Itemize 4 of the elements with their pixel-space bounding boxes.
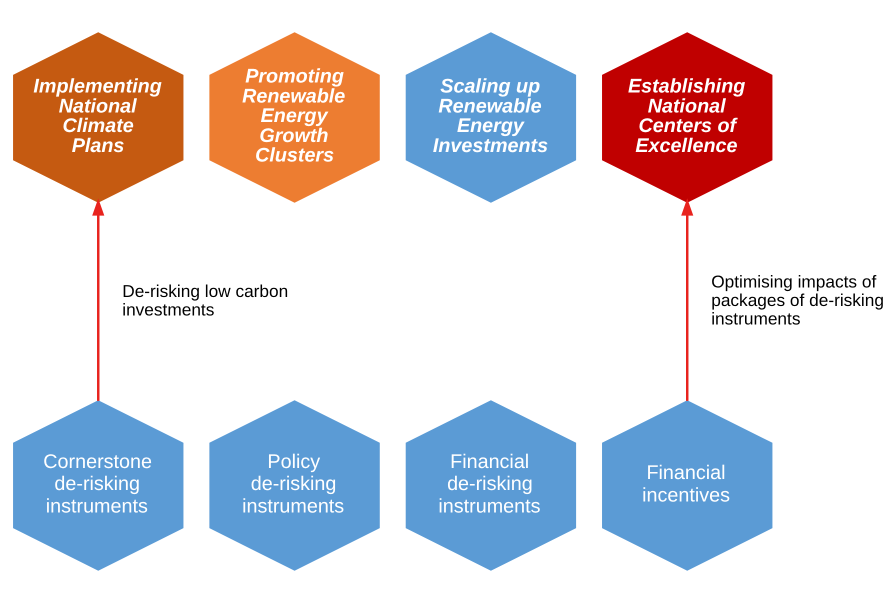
arrow (92, 198, 104, 401)
edge-label: De-risking low carbon investments (122, 280, 288, 320)
edge-label: Optimising impacts of packages of de-risking instruments (711, 272, 884, 329)
arrow (681, 198, 694, 401)
